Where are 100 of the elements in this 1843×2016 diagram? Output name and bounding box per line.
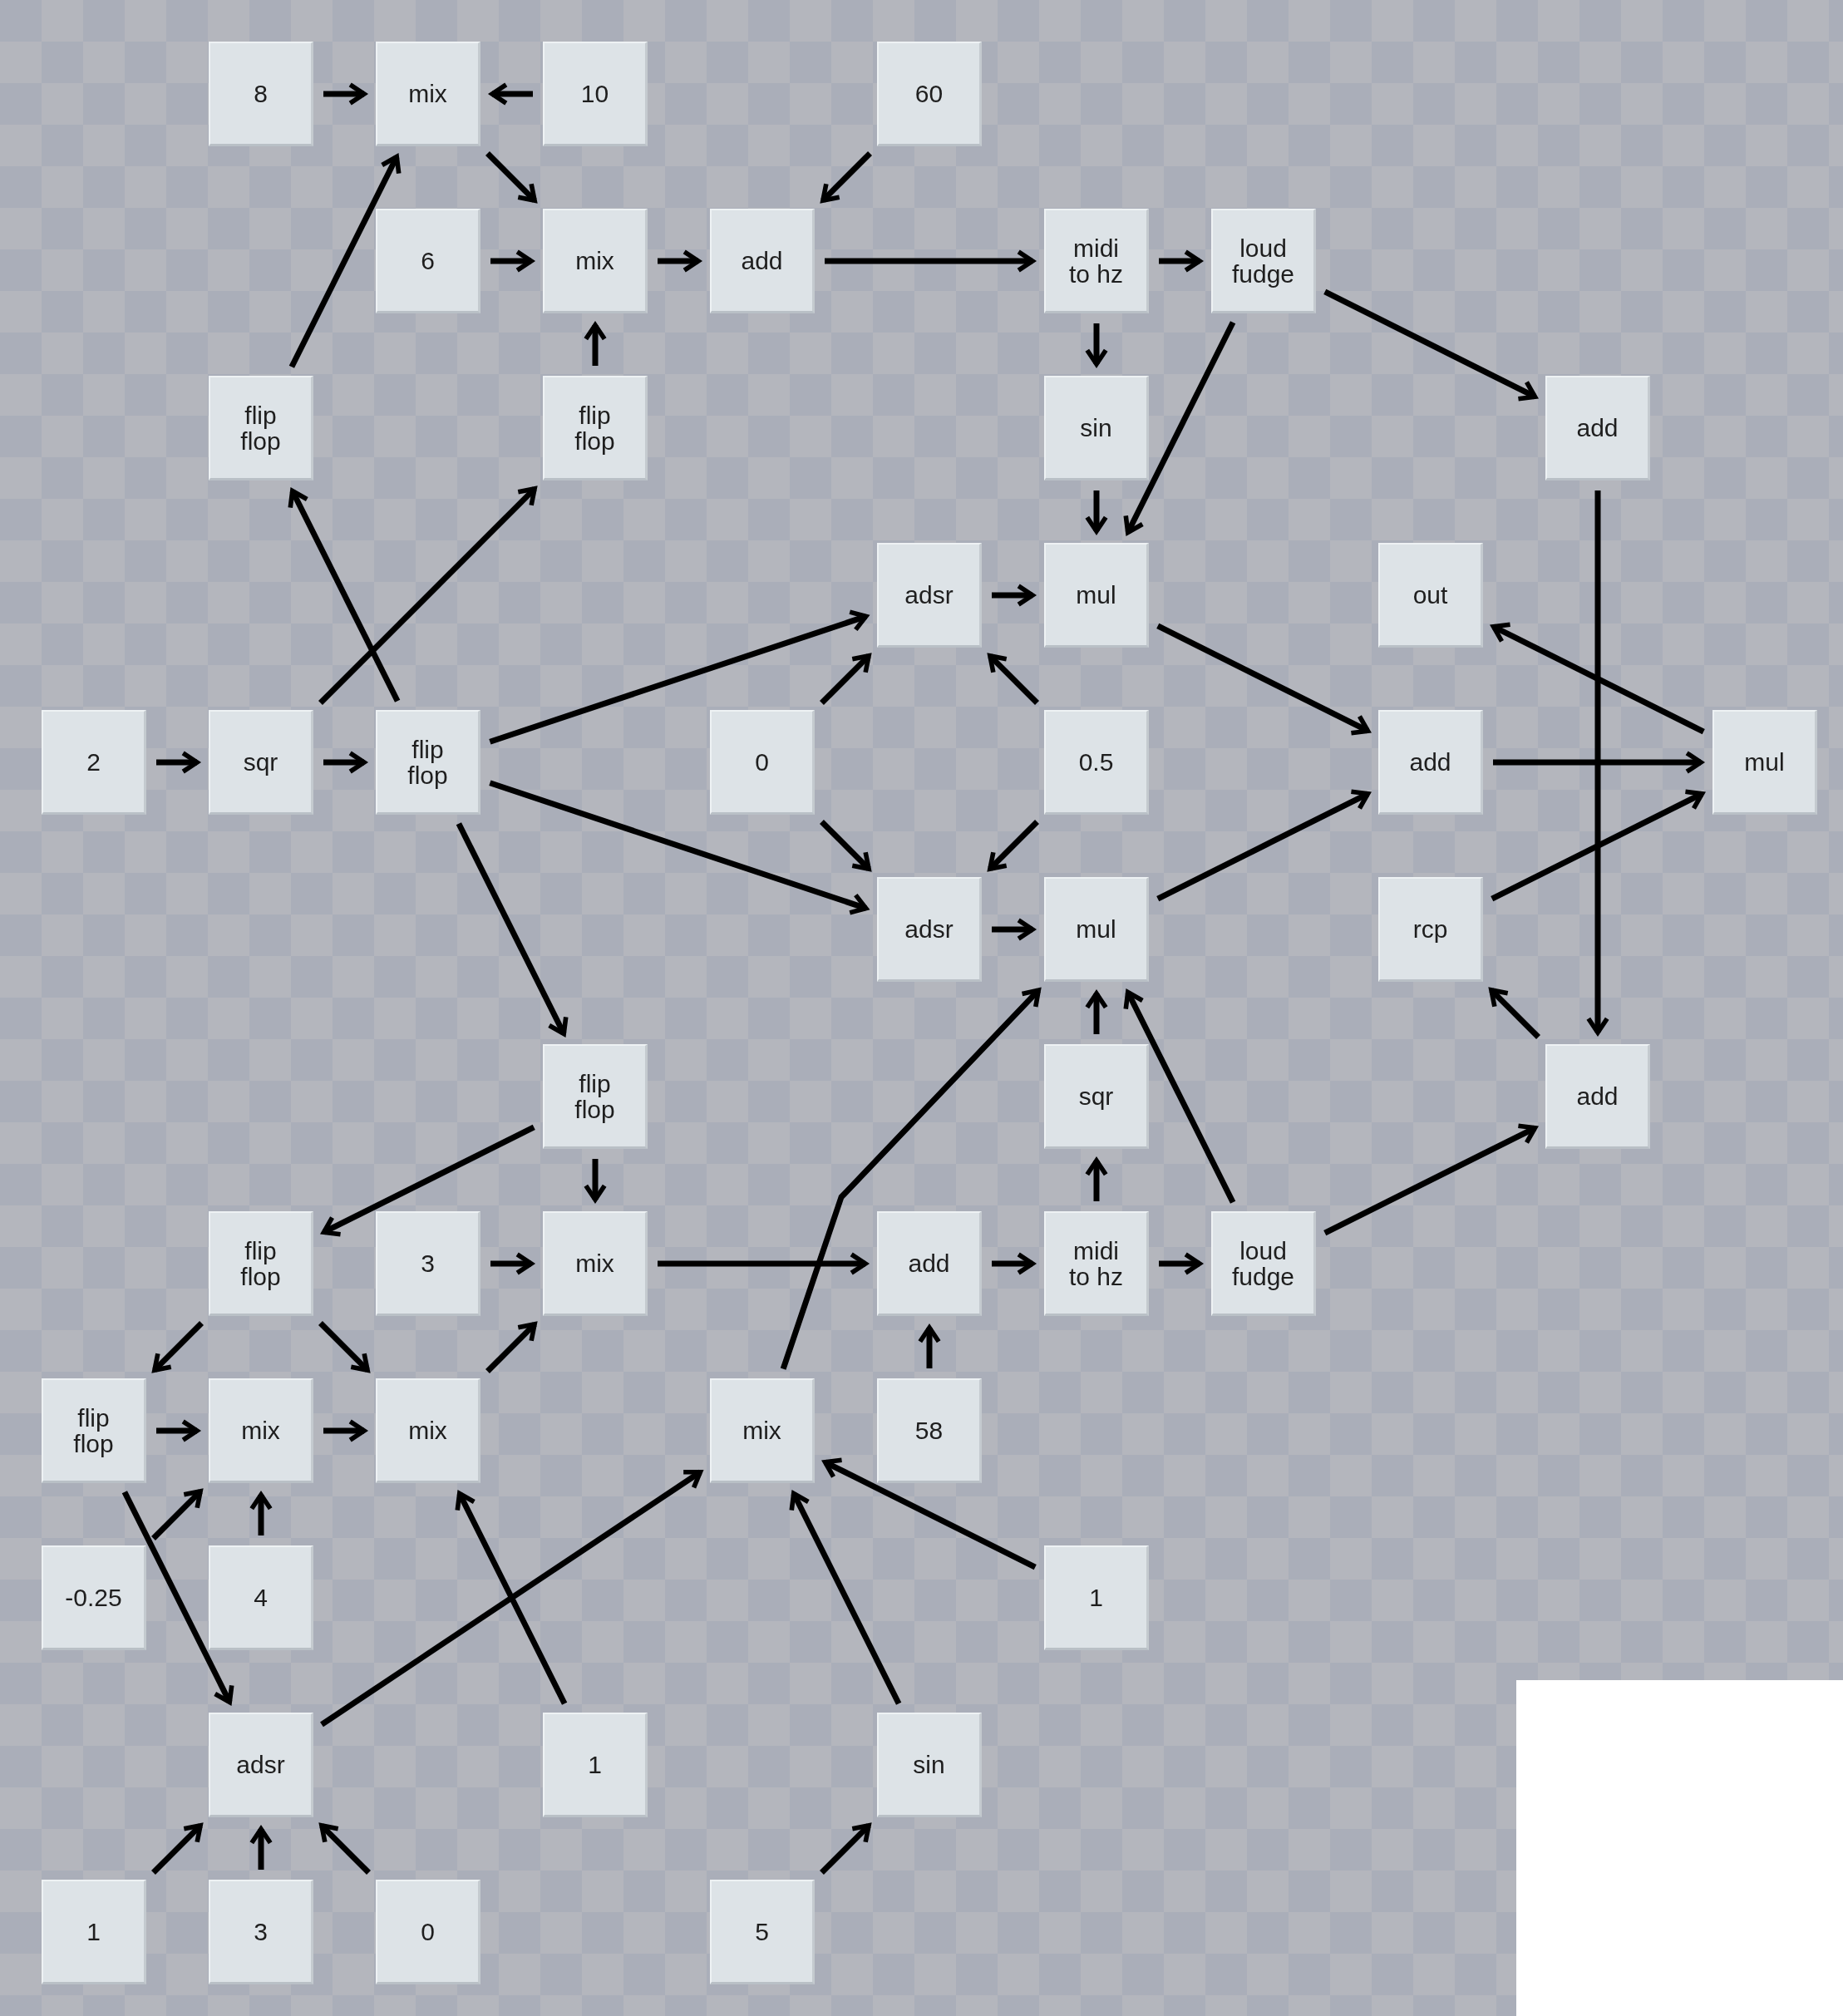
node-label: 1: [86, 1919, 101, 1945]
operator-box: [1044, 710, 1149, 815]
arrow: [489, 780, 869, 915]
operator-box: [710, 710, 815, 815]
node-label: adsr: [904, 582, 954, 608]
node-label: 6: [420, 248, 436, 274]
operator-box: [1044, 1211, 1149, 1316]
operator-box: [1044, 877, 1149, 982]
node-label: mix: [574, 1250, 615, 1276]
operator-box: [877, 1378, 982, 1483]
arrow: [318, 486, 537, 705]
node-label: mul: [1075, 916, 1117, 942]
node-label: adsr: [235, 1752, 286, 1777]
arrow: [988, 653, 1039, 705]
arrow: [485, 151, 537, 203]
arrow: [455, 1491, 568, 1705]
node-label: 60: [914, 81, 944, 106]
node-label: flip flop: [574, 402, 616, 454]
operator-box: [209, 1378, 313, 1483]
node-label: mix: [574, 248, 615, 274]
node-label: 1: [1088, 1585, 1104, 1610]
arrow: [485, 1322, 537, 1373]
operator-box: [1044, 376, 1149, 481]
operator-box: [1545, 376, 1650, 481]
operator-box: [376, 1211, 480, 1316]
arrow: [780, 988, 1042, 1370]
node-label: 1: [587, 1752, 603, 1777]
node-label: add: [1575, 415, 1619, 441]
node-label: -0.25: [64, 1585, 123, 1610]
node-label: loud fudge: [1230, 234, 1296, 287]
arrow: [321, 1124, 535, 1237]
operator-box: [42, 710, 146, 815]
arrow: [1489, 988, 1540, 1039]
node-label: add: [1575, 1083, 1619, 1109]
arrow: [1323, 288, 1538, 402]
operator-box: [1712, 710, 1817, 815]
arrow: [820, 820, 871, 871]
operator-box: [209, 1545, 313, 1650]
node-label: mul: [1743, 749, 1786, 775]
operator-box: [710, 1880, 815, 1984]
node-label: 2: [86, 749, 101, 775]
arrow: [288, 488, 401, 702]
operator-box: [376, 1378, 480, 1483]
operator-box: [376, 209, 480, 313]
arrow: [151, 1489, 203, 1540]
node-label: sin: [1079, 415, 1113, 441]
node-label: loud fudge: [1230, 1237, 1296, 1289]
operator-box: [42, 1378, 146, 1483]
arrow: [820, 151, 872, 203]
operator-box: [42, 1880, 146, 1984]
node-label: 10: [579, 81, 610, 106]
operator-box: [543, 42, 648, 146]
node-label: midi to hz: [1067, 234, 1124, 287]
arrow: [1491, 622, 1705, 735]
arrow: [1491, 789, 1705, 902]
node-label: flip flop: [239, 402, 282, 454]
arrow: [988, 820, 1039, 871]
operator-box: [209, 1713, 313, 1817]
operator-box: [1044, 543, 1149, 648]
node-label: mix: [407, 81, 448, 106]
arrow: [1156, 789, 1371, 902]
node-label: add: [1408, 749, 1452, 775]
arrow: [820, 1823, 871, 1875]
operator-box: [209, 376, 313, 481]
arrow: [456, 822, 569, 1037]
operator-box: [1044, 1044, 1149, 1149]
arrow: [320, 1469, 703, 1728]
node-label: 4: [253, 1585, 269, 1610]
operator-box: [543, 209, 648, 313]
operator-box: [710, 209, 815, 313]
arrow: [288, 154, 402, 368]
node-label: flip flop: [574, 1070, 616, 1122]
node-label: sin: [912, 1752, 946, 1777]
arrow: [1323, 1123, 1538, 1236]
node-label: add: [907, 1250, 951, 1276]
operator-box: [877, 877, 982, 982]
node-label: 0.5: [1077, 749, 1115, 775]
node-label: mix: [742, 1417, 782, 1443]
arrow: [319, 1823, 371, 1875]
node-label: adsr: [904, 916, 954, 942]
operator-box: [1378, 543, 1483, 648]
operator-box: [877, 42, 982, 146]
node-label: 58: [914, 1417, 944, 1443]
node-label: sqr: [1077, 1083, 1115, 1109]
operator-box: [209, 1880, 313, 1984]
operator-box: [543, 1211, 648, 1316]
operator-box: [209, 42, 313, 146]
operator-box: [543, 1713, 648, 1817]
arrow: [318, 1321, 370, 1373]
node-label: flip flop: [72, 1404, 115, 1457]
arrow: [1123, 989, 1236, 1204]
node-label: sqr: [242, 749, 279, 775]
arrow: [121, 1491, 234, 1705]
operator-box: [543, 1044, 648, 1149]
operator-box: [877, 543, 982, 648]
node-label: add: [740, 248, 784, 274]
node-label: midi to hz: [1067, 1237, 1124, 1289]
arrow: [152, 1321, 204, 1373]
arrow: [489, 609, 869, 745]
node-label: 0: [420, 1919, 436, 1945]
